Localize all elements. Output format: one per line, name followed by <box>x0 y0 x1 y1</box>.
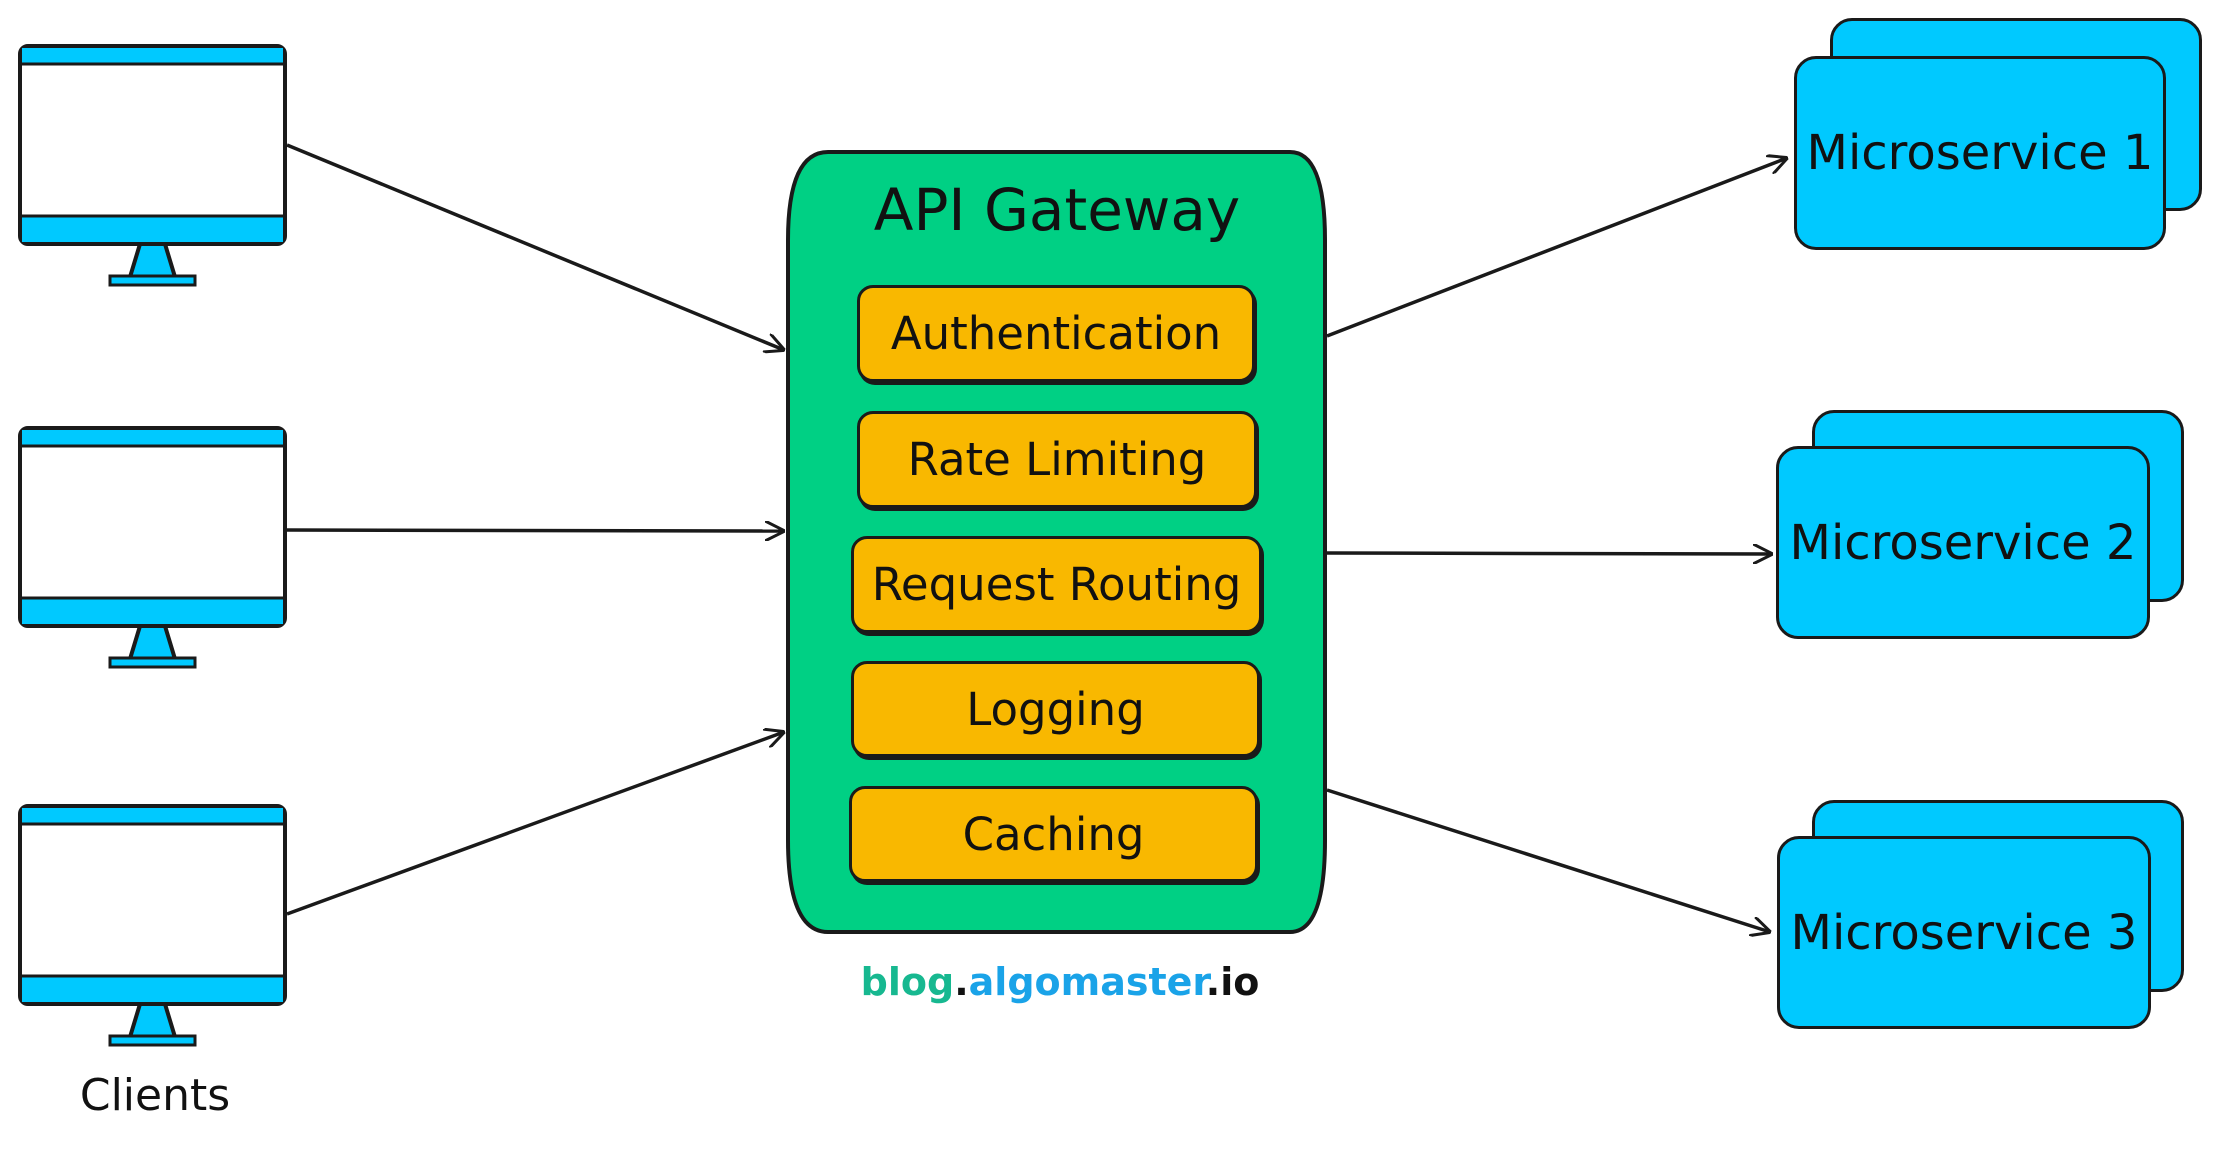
arrow-client2-to-gateway <box>286 530 784 531</box>
arrow-gateway-to-ms3 <box>1326 788 1770 932</box>
module-authentication: Authentication <box>857 285 1255 382</box>
microservice-1: Microservice 1 <box>1794 56 2166 250</box>
clients-label: Clients <box>79 1070 231 1121</box>
client-monitor-icon <box>18 804 287 1047</box>
module-label: Caching <box>962 807 1145 861</box>
microservice-label: Microservice 2 <box>1789 514 2137 571</box>
arrow-client3-to-gateway <box>286 732 784 916</box>
api-gateway-title: API Gateway <box>873 176 1241 244</box>
brand-part-io: io <box>1220 960 1260 1004</box>
microservice-label: Microservice 3 <box>1790 904 2138 961</box>
module-label: Logging <box>966 682 1145 736</box>
module-logging: Logging <box>851 661 1260 757</box>
brand-dot: . <box>1205 960 1221 1004</box>
brand-dot: . <box>954 960 969 1004</box>
module-label: Authentication <box>890 307 1222 360</box>
module-label: Request Routing <box>871 558 1242 611</box>
microservice-label: Microservice 1 <box>1806 125 2154 181</box>
arrow-client1-to-gateway <box>286 143 784 350</box>
arrow-gateway-to-ms2 <box>1326 553 1772 554</box>
microservice-2: Microservice 2 <box>1776 446 2150 639</box>
brand-part-algomaster: algomaster <box>968 960 1206 1004</box>
client-monitor-icon <box>18 44 287 287</box>
module-request-routing: Request Routing <box>851 536 1262 633</box>
microservice-3: Microservice 3 <box>1777 836 2151 1029</box>
arrow-gateway-to-ms1 <box>1326 158 1787 338</box>
module-rate-limiting: Rate Limiting <box>857 411 1257 508</box>
brand-part-blog: blog <box>860 960 955 1004</box>
module-label: Rate Limiting <box>907 433 1207 486</box>
brand-watermark: blog.algomaster.io <box>820 960 1300 1004</box>
client-monitor-icon <box>18 426 287 669</box>
module-caching: Caching <box>849 786 1258 882</box>
